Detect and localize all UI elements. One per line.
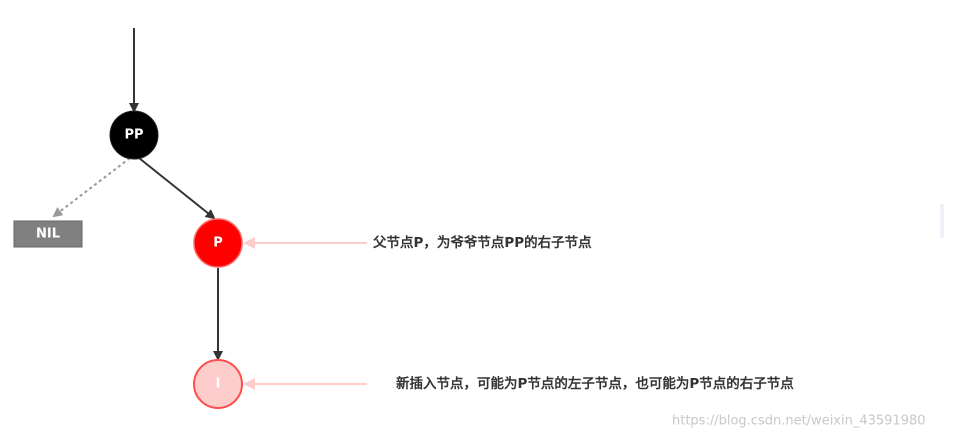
node-pp: PP: [109, 110, 159, 160]
node-i: I: [193, 359, 243, 409]
node-p-label: P: [213, 236, 223, 251]
node-nil: NIL: [13, 220, 83, 248]
edge-scroll-artifact: [940, 204, 944, 238]
node-p: P: [193, 218, 243, 268]
watermark-text: https://blog.csdn.net/weixin_43591980: [672, 414, 926, 429]
node-i-label: I: [216, 377, 221, 392]
edge-pp-to-nil: [52, 157, 131, 218]
edge-pp-to-p: [138, 157, 216, 220]
node-nil-label: NIL: [36, 227, 60, 242]
node-pp-label: PP: [124, 128, 143, 143]
inserted-annotation: 新插入节点，可能为P节点的左子节点，也可能为P节点的右子节点: [396, 375, 794, 392]
parent-annotation: 父节点P，为爷爷节点PP的右子节点: [372, 234, 592, 251]
